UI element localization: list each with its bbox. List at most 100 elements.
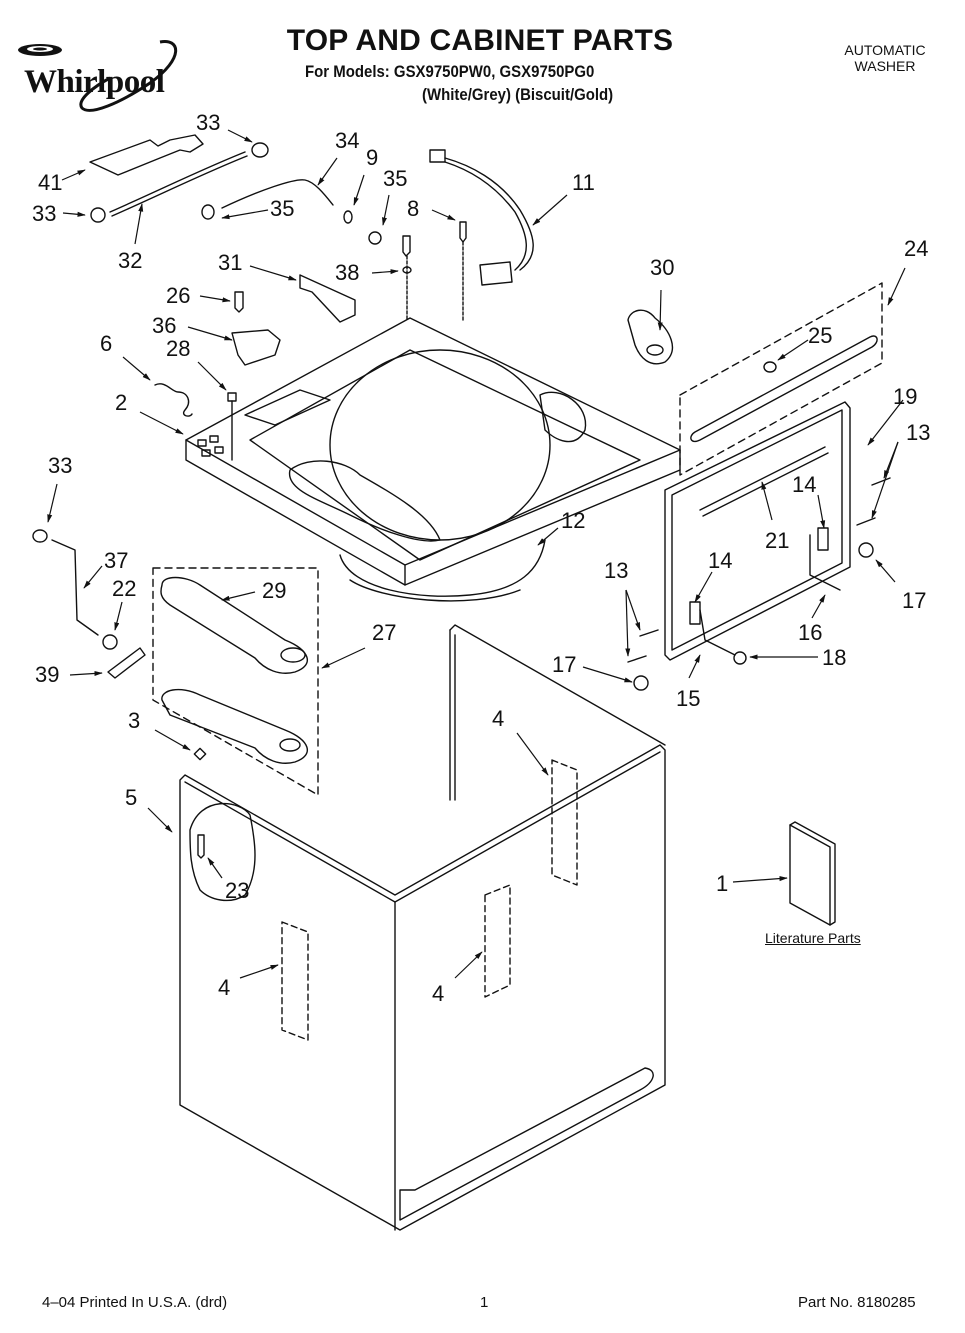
callout-31: 31 [218, 250, 243, 275]
callout-29: 29 [262, 578, 287, 603]
part-13-screw [627, 655, 647, 663]
part-1-literature [789, 824, 831, 926]
part-9-ring [343, 210, 353, 224]
callout-27: 27 [372, 620, 397, 645]
callout-37: 37 [104, 548, 129, 573]
callout-34: 34 [335, 128, 360, 153]
callout-12: 12 [561, 508, 586, 533]
part-24-dashed-box [679, 282, 883, 476]
callout-13: 13 [604, 558, 629, 583]
callout-33: 33 [196, 110, 221, 135]
callout-35: 35 [383, 166, 408, 191]
models-line: For Models: GSX9750PW0, GSX9750PG0 [305, 62, 595, 81]
callout-4: 4 [492, 706, 505, 731]
part-2-top-panel [185, 317, 681, 586]
part-37-tube [51, 539, 99, 636]
callout-22: 22 [112, 576, 137, 601]
part-38-screw [402, 235, 411, 257]
literature-parts-label: Literature Parts [765, 930, 861, 946]
callout-36: 36 [152, 313, 177, 338]
product-line-1: AUTOMATIC [844, 42, 926, 58]
callout-14: 14 [792, 472, 817, 497]
callout-21: 21 [765, 528, 790, 553]
callout-33: 33 [32, 201, 57, 226]
part-31-bracket [299, 274, 356, 323]
part-33-clamp [32, 529, 48, 543]
footer-page-number: 1 [480, 1294, 489, 1311]
part-27-dashed-box [152, 567, 319, 796]
callout-39: 39 [35, 662, 60, 687]
part-5-cabinet [179, 624, 666, 1231]
callout-1: 1 [716, 871, 729, 896]
part-17-bumper [633, 675, 649, 691]
callout-30: 30 [650, 255, 675, 280]
part-4-panel [484, 884, 511, 998]
part-36-valve [231, 329, 281, 366]
part-6-clip [154, 383, 193, 417]
callout-13: 13 [906, 420, 931, 445]
part-3-clip [193, 747, 207, 761]
part-22-clamp [102, 634, 118, 650]
callout-4: 4 [432, 981, 445, 1006]
callout-3: 3 [128, 708, 141, 733]
part-16-hinge-rod [809, 534, 841, 591]
leader-arrows [47, 129, 906, 979]
part-28-clip [227, 392, 237, 402]
brand-name: Whirlpool [24, 64, 165, 100]
part-32-tube [109, 151, 246, 213]
part-33-clamp [251, 142, 269, 158]
callout-33: 33 [48, 453, 73, 478]
part-25-grommet [763, 361, 777, 373]
callout-17: 17 [552, 652, 577, 677]
callout-4: 4 [218, 975, 231, 1000]
callout-38: 38 [335, 260, 360, 285]
part-30-dispenser-cup [627, 309, 674, 365]
callout-8: 8 [407, 196, 420, 221]
callout-24: 24 [904, 236, 929, 261]
callout-18: 18 [822, 645, 847, 670]
callout-11: 11 [572, 170, 595, 195]
part-26-screw [234, 291, 244, 313]
callout-16: 16 [798, 620, 823, 645]
footer-print-info: 4–04 Printed In U.S.A. (drd) [42, 1294, 228, 1311]
logo-swoosh-icon [18, 40, 178, 112]
part-13-screw [871, 477, 891, 486]
callout-26: 26 [166, 283, 191, 308]
callout-6: 6 [100, 331, 113, 356]
callout-2: 2 [115, 390, 128, 415]
part-35-clamp [201, 204, 215, 220]
page-title: TOP AND CABINET PARTS [286, 24, 674, 57]
callout-17: 17 [902, 588, 927, 613]
callout-9: 9 [366, 145, 379, 170]
callout-25: 25 [808, 323, 833, 348]
callout-5: 5 [125, 785, 138, 810]
part-18-bumper [733, 651, 747, 665]
whirlpool-logo: Whirlpool [10, 38, 200, 118]
part-14-hinge [817, 527, 829, 551]
part-4-panel [551, 759, 578, 886]
part-4-panel [281, 921, 309, 1041]
callout-15: 15 [676, 686, 701, 711]
callout-35: 35 [270, 196, 295, 221]
callout-41: 41 [38, 170, 63, 195]
part-41-label-plate [89, 134, 204, 176]
callout-23: 23 [225, 878, 250, 903]
part-13-screw [639, 629, 659, 637]
part-11-harness [429, 149, 446, 163]
callout-14: 14 [708, 548, 733, 573]
part-17-bumper [858, 542, 874, 558]
part-35-clamp [368, 231, 382, 245]
product-line-2: WASHER [854, 58, 916, 74]
callout-32: 32 [118, 248, 143, 273]
part-29-lid-bar [160, 576, 308, 674]
part-39-clip [107, 647, 146, 679]
part-13-screw [856, 517, 876, 526]
part-8-screw [459, 221, 467, 243]
footer-part-number: Part No. 8180285 [798, 1294, 916, 1311]
product-type: AUTOMATIC WASHER [800, 42, 965, 74]
part-14-hinge [689, 601, 701, 625]
part-33-clamp [90, 207, 106, 223]
colors-line: (White/Grey) (Biscuit/Gold) [422, 85, 614, 104]
part-12-tub-ring [339, 539, 546, 597]
